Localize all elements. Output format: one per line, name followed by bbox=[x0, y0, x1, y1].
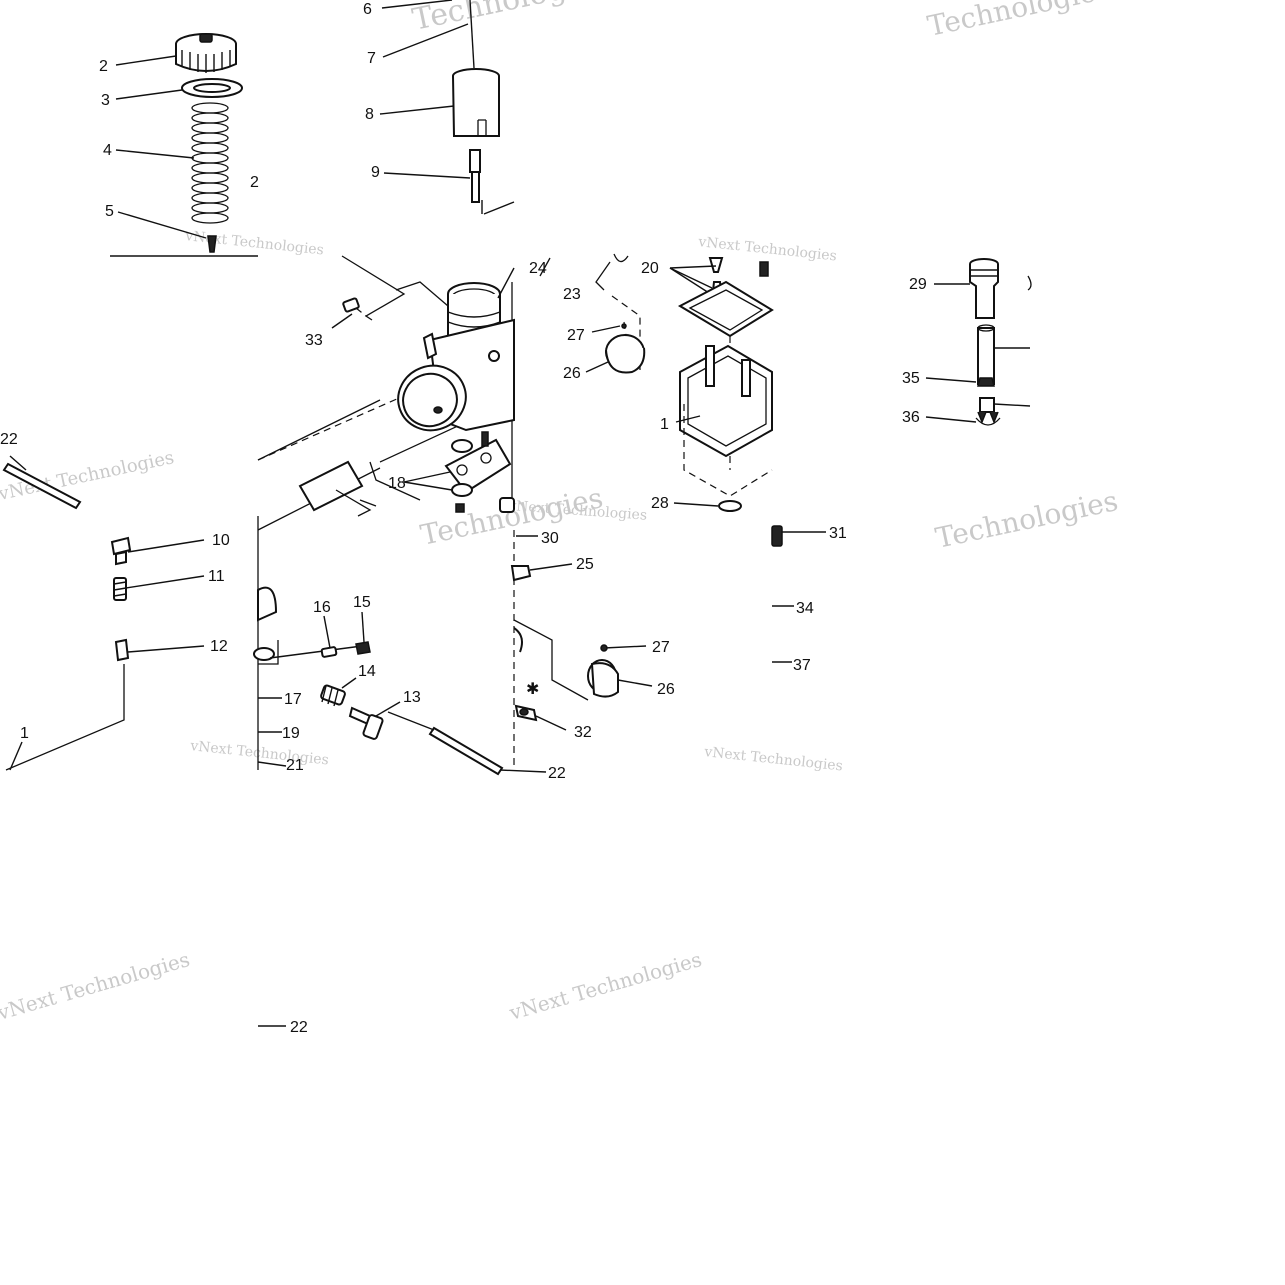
callout-label: 34 bbox=[796, 600, 814, 617]
callout-label: 3 bbox=[101, 92, 110, 109]
carburetor-body bbox=[257, 255, 515, 770]
watermark: vNext Technologies bbox=[0, 947, 192, 1025]
callout-label: 22 bbox=[290, 1019, 308, 1036]
watermark: Technologies bbox=[409, 0, 610, 38]
callout-label: 14 bbox=[358, 663, 376, 680]
watermark: vNext Technologies bbox=[703, 744, 844, 775]
watermark: vNext Technologies bbox=[184, 228, 325, 259]
callout-label: 35 bbox=[902, 370, 920, 387]
callout-label: 31 bbox=[829, 525, 847, 542]
callout-label: 10 bbox=[212, 532, 230, 549]
callout-label: 33 bbox=[305, 332, 323, 349]
spring bbox=[191, 102, 229, 224]
slide-assembly bbox=[379, 0, 515, 215]
callout-label: 26 bbox=[657, 681, 675, 698]
callout-label: 36 bbox=[902, 409, 920, 426]
callout-label: 23 bbox=[563, 286, 581, 303]
callout-label: 16 bbox=[313, 599, 331, 616]
choke-plunger-assembly bbox=[925, 258, 1032, 426]
callout-label: 37 bbox=[793, 657, 811, 674]
idle-screw-assembly bbox=[253, 586, 547, 776]
callout-label: 30 bbox=[541, 530, 559, 547]
callout-label: 27 bbox=[567, 327, 585, 344]
callout-label: 11 bbox=[208, 568, 225, 585]
callout-label: 6 bbox=[363, 1, 372, 18]
callout-label: 26 bbox=[563, 365, 581, 382]
pilot-jet-assembly bbox=[2, 455, 205, 771]
watermark: vNext Technologies bbox=[506, 947, 705, 1025]
callout-label: 27 bbox=[652, 639, 670, 656]
callout-label: 9 bbox=[371, 164, 380, 181]
callout-label: 12 bbox=[210, 638, 228, 655]
callout-label: 1 bbox=[660, 416, 669, 433]
callout-label: 22 bbox=[548, 765, 566, 782]
callout-label: 22 bbox=[0, 431, 18, 448]
callout-label: 2 bbox=[99, 58, 108, 75]
callout-label: 29 bbox=[909, 276, 927, 293]
callout-label: 32 bbox=[574, 724, 592, 741]
callout-label: 19 bbox=[282, 725, 300, 742]
callout-label: 4 bbox=[103, 142, 112, 159]
watermark: Technologies bbox=[925, 0, 1113, 43]
callout-labels: 6 7 8 9 2 3 4 5 2 24 23 20 27 26 1 28 31… bbox=[0, 1, 927, 1036]
lower-float-assembly: ✱ bbox=[510, 530, 653, 770]
callout-label: 2 bbox=[250, 174, 259, 191]
callout-label: 20 bbox=[641, 260, 659, 277]
callout-label: 21 bbox=[286, 757, 304, 774]
callout-label: 5 bbox=[105, 203, 114, 220]
cap-spring-assembly bbox=[110, 33, 258, 257]
callout-label: 8 bbox=[365, 106, 374, 123]
callout-label: 7 bbox=[367, 50, 376, 67]
callout-label: 1 bbox=[20, 725, 29, 742]
callout-label: 25 bbox=[576, 556, 594, 573]
callout-label: 24 bbox=[529, 260, 547, 277]
callout-label: 18 bbox=[388, 475, 406, 492]
watermark: vNext Technologies bbox=[189, 738, 330, 769]
callout-label: 17 bbox=[284, 691, 302, 708]
callout-label: 13 bbox=[403, 689, 421, 706]
callout-label: 28 bbox=[651, 495, 669, 512]
watermark-layer: Technologies Technologies vNext Technolo… bbox=[0, 0, 1121, 1025]
svg-text:✱: ✱ bbox=[526, 681, 539, 698]
watermark: Technologies bbox=[933, 484, 1121, 555]
callout-label: 15 bbox=[353, 594, 371, 611]
float-bowl-assembly bbox=[539, 253, 826, 663]
